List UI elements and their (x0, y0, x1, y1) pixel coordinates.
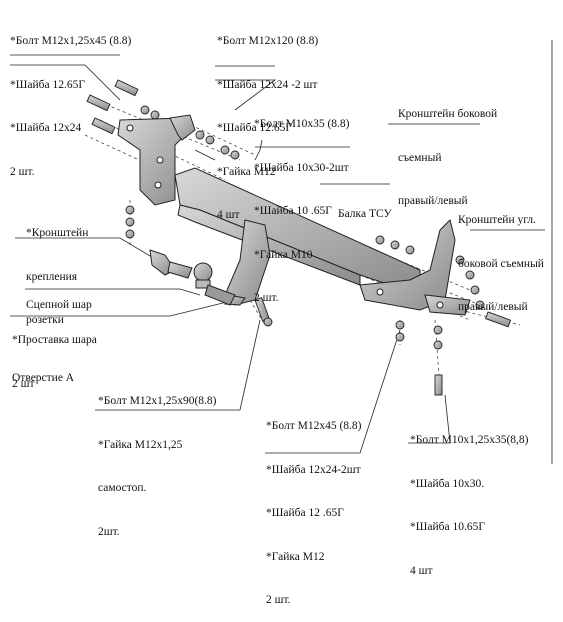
callout-line: 2 шт. (254, 292, 279, 304)
callout-line: *Болт М12х1,25х45 (8.8) (10, 35, 132, 47)
callout-line: *Шайба 12х24 (10, 122, 82, 134)
callout-bolt-m12x45: *Болт М12х45 (8.8) *Шайба 12х24-2шт *Шай… (266, 390, 361, 622)
callout-bolt-m12x120: *Болт М12х120 (8.8) *Шайба 12х24 -2 шт *… (217, 5, 318, 237)
tow-beam (174, 167, 421, 306)
callout-bolt-m12x1-25x45: *Болт М12х1,25х45 (8.8) *Шайба 12.65Г *Ш… (10, 5, 131, 194)
callout-line: 2 шт (12, 377, 35, 390)
callout-line: съемный (398, 151, 442, 164)
callout-ball-spacer: *Проставка шара 2 шт (12, 304, 97, 406)
callout-line: 4 шт (217, 209, 240, 221)
callout-bolt-m10x35: *Болт М10х35 (8.8) *Шайба 10х30-2шт *Шай… (254, 88, 349, 320)
callout-bracket-corner: Кронштейн угл. боковой съемный правый/ле… (458, 184, 544, 329)
callout-bolt-m10x1-25x35: *Болт М10х1,25х35(8,8) *Шайба 10х30. *Ша… (410, 404, 528, 593)
right-side-bracket (359, 219, 471, 316)
callout-line: *Гайка М12 (266, 550, 325, 563)
callout-bracket-side: Кронштейн боковой съемный правый/левый (398, 78, 497, 223)
towbar-exploded-drawing (10, 40, 553, 464)
callout-line: *Гайка М12х1,25 (98, 438, 183, 451)
callout-line: *Шайба 12х24-2шт (266, 463, 361, 476)
callout-line: *Шайба 10х30. (410, 477, 485, 490)
callout-line: *Кронштейн (26, 227, 89, 239)
callout-line: *Шайба 10 .65Г (254, 205, 332, 217)
callout-bolt-m12x1-25x90: *Болт М12х1,25х90(8.8) *Гайка М12х1,25 с… (98, 365, 216, 554)
callout-line: розетки (26, 314, 64, 326)
callout-line: Отверстие А (12, 372, 75, 384)
callout-line: Сцепной шар (26, 299, 92, 311)
callout-line: *Шайба 12.65Г (10, 78, 85, 91)
callout-line: *Болт М10х35 (8.8) (254, 118, 350, 130)
tow-ball-assembly (193, 262, 236, 306)
callout-line: боковой съемный (458, 257, 544, 270)
callout-line: *Шайба 12х24 -2 шт (217, 78, 318, 91)
callout-line: самостоп. (98, 482, 147, 494)
callout-line: *Болт М12х120 (8.8) (217, 35, 319, 47)
callout-line: *Шайба 12 .65Г (266, 507, 344, 519)
leader-lines (10, 40, 553, 464)
callout-line: Балка ТСУ (338, 208, 392, 220)
callout-line: *Шайба 10.65Г (410, 521, 485, 533)
callout-line: 2 шт. (266, 594, 291, 606)
callout-line: Кронштейн угл. (458, 214, 536, 226)
callout-line: *Шайба 10х30-2шт (254, 161, 349, 174)
callout-line: *Болт М12х45 (8.8) (266, 420, 362, 432)
callout-line: *Шайба 12.65Г (217, 122, 292, 134)
callout-line: 4 шт (410, 564, 433, 577)
callout-socket-bracket: *Кронштейн крепления розетки (26, 197, 88, 342)
callout-line: 2 шт. (10, 165, 35, 178)
callout-line: *Болт М10х1,25х35(8,8) (410, 434, 529, 446)
callout-line: правый/левый (398, 195, 468, 207)
callout-line: Кронштейн боковой (398, 108, 498, 120)
fasteners (86, 79, 512, 396)
callout-line: *Гайка М10 (254, 248, 313, 261)
callout-line: *Болт М12х1,25х90(8.8) (98, 395, 217, 407)
callout-line: крепления (26, 270, 78, 283)
callout-tow-beam: Балка ТСУ (338, 178, 392, 236)
left-side-bracket (117, 114, 196, 206)
callout-line: 2шт. (98, 525, 120, 538)
callout-line: *Проставка шара (12, 334, 97, 346)
callout-line: *Гайка М12 (217, 165, 276, 178)
socket-mount-bracket (149, 249, 193, 279)
callout-hole-a: Отверстие А (12, 342, 74, 400)
callout-tow-ball: Сцепной шар (26, 269, 92, 327)
callout-line: правый/левый (458, 301, 528, 313)
